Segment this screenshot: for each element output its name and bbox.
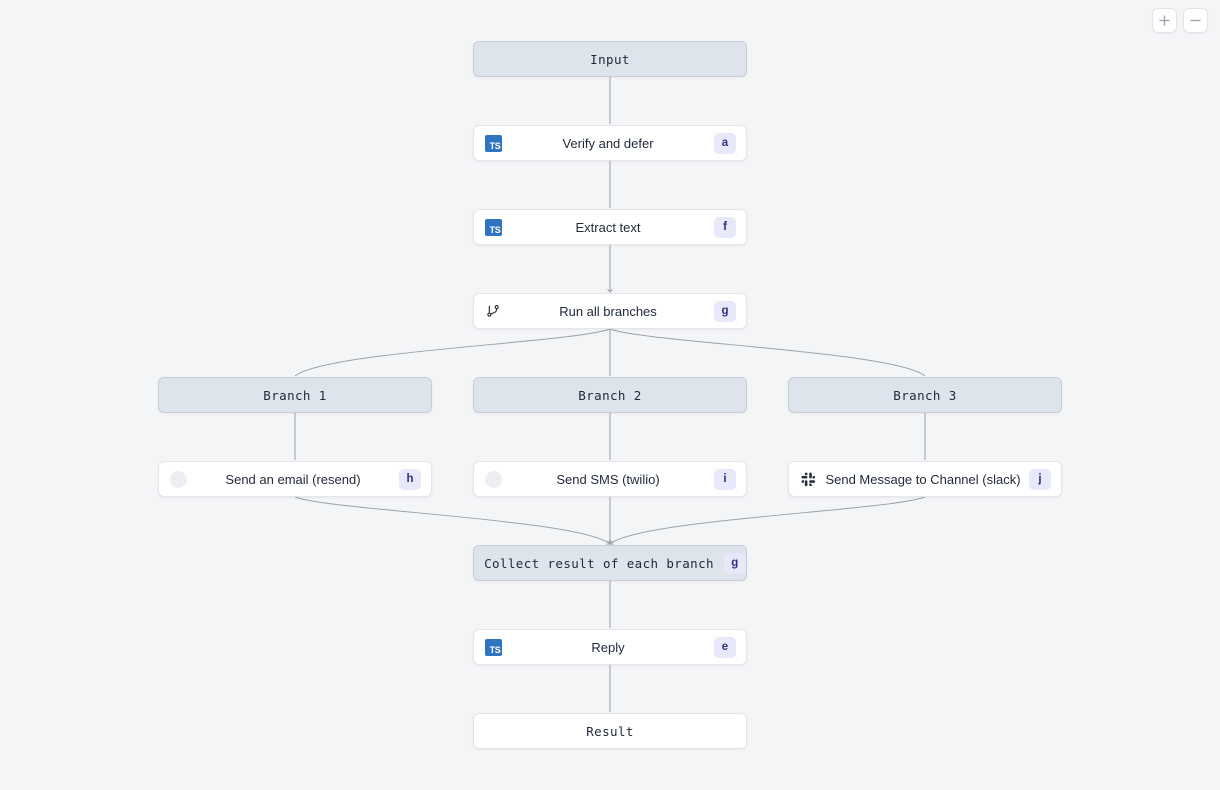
node-badge[interactable]: g	[724, 552, 746, 574]
edge-run-all-branches-to-branch-3	[609, 328, 926, 377]
image-placeholder-icon	[169, 470, 187, 488]
node-label: Send Message to Channel (slack)	[825, 471, 1021, 487]
node-label: Extract text	[575, 219, 641, 235]
node-badge[interactable]: i	[714, 468, 736, 490]
typescript-icon: TS	[484, 134, 502, 152]
node-extract-text[interactable]: TS Extract text f	[473, 209, 747, 245]
node-send-message-to-channel[interactable]: Send Message to Channel (slack) j	[788, 461, 1062, 497]
node-verify-and-defer[interactable]: TS Verify and defer a	[473, 125, 747, 161]
typescript-logo: TS	[484, 218, 502, 236]
node-reply[interactable]: TS Reply e	[473, 629, 747, 665]
node-label: Result	[586, 723, 634, 739]
node-send-an-email[interactable]: Send an email (resend) h	[158, 461, 432, 497]
node-collect-result[interactable]: Collect result of each branch g	[473, 545, 747, 581]
node-badge[interactable]: a	[714, 132, 736, 154]
typescript-logo: TS	[484, 134, 502, 152]
node-label: Collect result of each branch	[484, 555, 714, 571]
node-label: Branch 1	[263, 387, 327, 403]
edge-send-an-email-to-collect-result	[294, 496, 611, 545]
node-branch-3[interactable]: Branch 3	[788, 377, 1062, 413]
node-label: Reply	[591, 639, 625, 655]
node-send-sms[interactable]: Send SMS (twilio) i	[473, 461, 747, 497]
zoom-controls	[1152, 8, 1208, 33]
node-label: Branch 2	[578, 387, 642, 403]
zoom-out-button[interactable]	[1183, 8, 1208, 33]
node-input[interactable]: Input	[473, 41, 747, 77]
plus-icon	[1159, 15, 1170, 26]
node-badge[interactable]: g	[714, 300, 736, 322]
broken-image-placeholder	[169, 470, 187, 488]
slack-icon	[799, 470, 817, 488]
node-branch-1[interactable]: Branch 1	[158, 377, 432, 413]
typescript-icon: TS	[484, 218, 502, 236]
broken-image-placeholder	[484, 470, 502, 488]
node-badge[interactable]: j	[1029, 468, 1051, 490]
node-badge[interactable]: e	[714, 636, 736, 658]
git-branch-icon	[484, 302, 502, 320]
node-label: Verify and defer	[562, 135, 654, 151]
typescript-logo: TS	[484, 638, 502, 656]
minus-icon	[1190, 19, 1201, 22]
node-badge[interactable]: h	[399, 468, 421, 490]
node-run-all-branches[interactable]: Run all branches g	[473, 293, 747, 329]
edge-send-message-to-channel-to-collect-result	[609, 496, 926, 545]
node-label: Branch 3	[893, 387, 957, 403]
image-placeholder-icon	[484, 470, 502, 488]
typescript-icon: TS	[484, 638, 502, 656]
node-label: Run all branches	[559, 303, 657, 319]
edge-run-all-branches-to-branch-1	[294, 328, 611, 377]
node-label: Send an email (resend)	[225, 471, 361, 487]
node-label: Send SMS (twilio)	[556, 471, 660, 487]
zoom-in-button[interactable]	[1152, 8, 1177, 33]
node-result[interactable]: Result	[473, 713, 747, 749]
node-branch-2[interactable]: Branch 2	[473, 377, 747, 413]
node-badge[interactable]: f	[714, 216, 736, 238]
node-label: Input	[590, 51, 630, 67]
